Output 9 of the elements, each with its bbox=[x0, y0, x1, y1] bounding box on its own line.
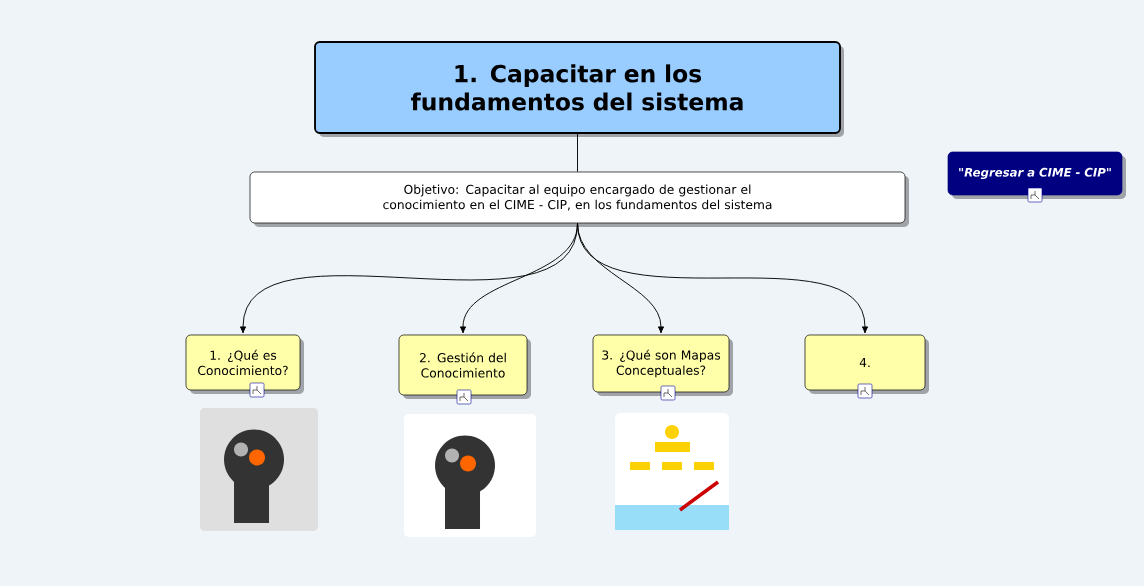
topic-box: 1. ¿Qué es Conocimiento? bbox=[185, 334, 301, 391]
topic-box: 3. ¿Qué son Mapas Conceptuales? bbox=[592, 334, 730, 393]
title-box: 1. Capacitar en los fundamentos del sistema bbox=[314, 41, 841, 134]
topic-box: 2. Gestión del Conocimiento bbox=[398, 334, 528, 396]
topic-box: 4. bbox=[804, 334, 926, 391]
connector bbox=[577, 222, 869, 334]
connector bbox=[577, 133, 578, 173]
return-button: "Regresar a CIME - CIP" bbox=[947, 151, 1123, 196]
objective-box: Objetivo: Capacitar al equipo encargado de gestionar el conocimiento en el CIME - CIP, en los fundamentos del sistema bbox=[249, 171, 906, 224]
